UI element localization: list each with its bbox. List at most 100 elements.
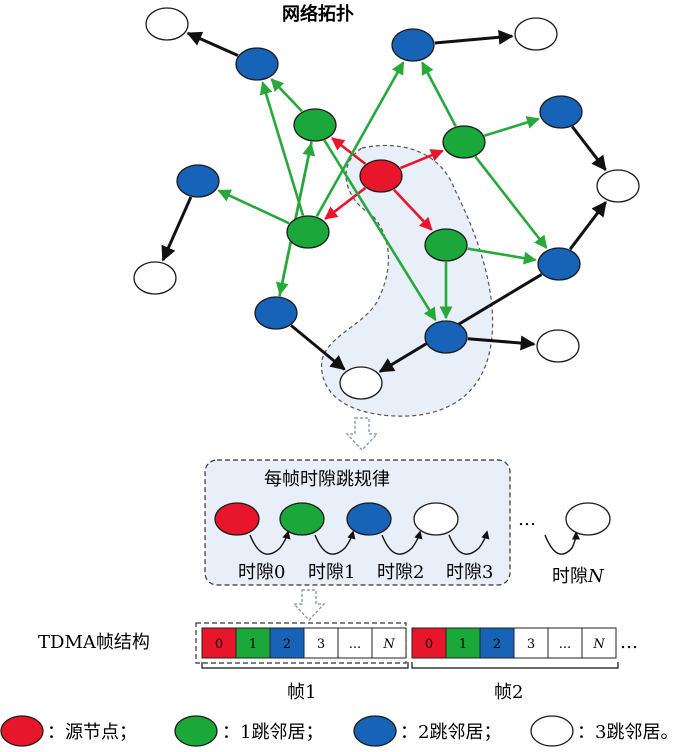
rule-title: 每帧时隙跳规律: [264, 469, 390, 490]
frame1-cell-4: [337, 627, 373, 659]
node-B6: [539, 95, 583, 129]
node-W4: [339, 366, 383, 400]
frame1-brace: [201, 662, 409, 669]
edges-layer: [161, 29, 607, 373]
tdma-label: TDMA帧结构: [38, 632, 150, 653]
slot-label-3: 时隙3: [446, 562, 493, 583]
seq-node-red: [214, 502, 260, 536]
edge-S-G2: [331, 137, 367, 166]
hop-arrow-n: [544, 531, 581, 555]
slot-label-n: 时隙N: [552, 566, 605, 587]
down-arrow-icon: [345, 417, 379, 451]
hop-arrow-1: [314, 530, 356, 555]
frame2-label: 帧2: [494, 682, 523, 703]
frame1-cell-label-0: 0: [215, 637, 223, 652]
edge-G4-B7: [467, 247, 537, 265]
frame1-cell-label-4: ...: [349, 637, 361, 652]
frame2-cell-label-1: 1: [459, 637, 467, 652]
frame2-cell-label-0: 0: [425, 637, 433, 652]
edge-G3-B7: [474, 155, 548, 249]
legend-blue-text: ：2跳邻居；: [400, 722, 501, 743]
node-B5: [424, 320, 468, 354]
hop-arrow-2: [381, 530, 423, 555]
node-B4: [254, 296, 298, 330]
frame1-cell-1: [235, 627, 271, 659]
hop-arrow-0: [249, 530, 291, 555]
frame2-cell-label-5: N: [592, 637, 605, 652]
edge-B5-W5: [467, 335, 536, 351]
node-B7: [537, 247, 581, 281]
legend-red-text: ：源节点；: [47, 722, 137, 743]
node-B3: [391, 28, 435, 62]
frame2-cell-2: [479, 627, 515, 659]
legend-green-text: ：1跳邻居；: [222, 722, 323, 743]
frame1-dashed-box: [195, 622, 407, 664]
nodes-layer: [133, 7, 640, 400]
node-W5: [536, 329, 580, 363]
edge-B7-W4: [378, 273, 543, 373]
frame-ellipsis: …: [620, 632, 638, 653]
edge-G3-B3: [421, 61, 457, 127]
seq-node-white: [413, 502, 459, 536]
frame1-cell-label-3: 3: [317, 637, 325, 652]
legend-green-node: [174, 715, 218, 747]
seq-node-white-n: [565, 502, 611, 536]
node-W6: [596, 169, 640, 203]
node-G4: [424, 228, 468, 262]
down-arrow-icon-2: [292, 589, 326, 621]
frame2-brace: [411, 662, 619, 669]
rule-ellipsis: …: [518, 509, 536, 530]
legend-white-node: [530, 715, 574, 747]
edge-G2-B2: [270, 78, 303, 113]
frame1-cell-0: [201, 627, 237, 659]
diagram-title: 网络拓扑: [282, 3, 354, 25]
frame1-cell-5: [371, 627, 407, 659]
node-G3: [442, 125, 486, 159]
edge-B2-W2: [186, 31, 239, 57]
frame2-cell-label-2: 2: [493, 637, 501, 652]
edge-G1-B1: [217, 189, 290, 225]
edge-B6-W6: [571, 125, 607, 172]
edge-S-G3: [399, 149, 444, 170]
edge-B3-W3: [434, 29, 514, 45]
node-B2: [235, 47, 279, 81]
frame1-cell-label-1: 1: [249, 637, 257, 652]
edge-S-G4: [392, 188, 433, 231]
frame2-cell-0: [411, 627, 447, 659]
frame2-cell-label-3: 3: [527, 637, 535, 652]
hop-arrow-3: [448, 530, 490, 555]
frame1-label: 帧1: [287, 682, 316, 703]
edge-G3-B6: [484, 116, 540, 137]
seq-node-green: [279, 502, 325, 536]
node-B1: [176, 164, 220, 198]
frame1-cell-2: [269, 627, 305, 659]
frame1-cell-label-5: N: [382, 637, 395, 652]
node-W1: [133, 261, 177, 295]
slot-label-0: 时隙0: [238, 562, 285, 583]
legend-red-node: [0, 715, 44, 747]
edge-G1-B3: [315, 61, 405, 218]
node-W3: [514, 17, 558, 51]
legend-white-text: ：3跳邻居。: [577, 722, 678, 743]
edge-B1-W1: [161, 196, 193, 262]
edge-S-G1: [324, 186, 367, 220]
node-G2: [293, 108, 337, 142]
edge-B7-W6: [568, 201, 607, 251]
legend-blue-node: [353, 715, 397, 747]
frame2-cell-1: [445, 627, 481, 659]
node-G1: [286, 215, 330, 249]
edge-G1-B2: [259, 81, 305, 216]
seq-node-blue: [346, 502, 392, 536]
edge-G2-B5: [323, 139, 437, 322]
edge-B4-W4: [290, 324, 346, 371]
frame2-cell-label-4: ...: [559, 637, 571, 652]
node-S: [359, 159, 403, 193]
slot-label-1: 时隙1: [308, 562, 355, 583]
frame2-cell-5: [581, 627, 617, 659]
frame1-cell-label-2: 2: [283, 637, 291, 652]
node-W2: [145, 7, 189, 41]
frame2-cell-4: [547, 627, 583, 659]
slot-label-2: 时隙2: [377, 562, 424, 583]
frames-layer: 0 1 2 3... N 0 1 2 3... N: [201, 627, 617, 659]
